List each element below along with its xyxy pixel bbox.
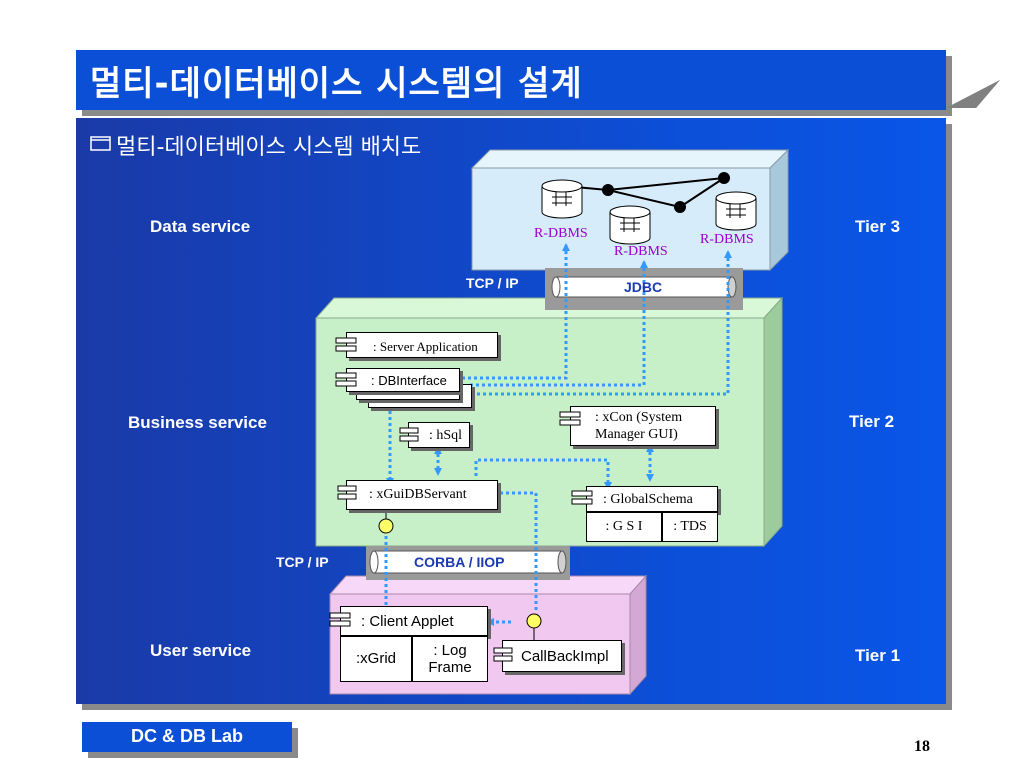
data-service-label: Data service [150, 217, 251, 236]
footer-lab-box [82, 722, 292, 752]
server-application-component: : Server Application [346, 332, 498, 358]
jdbc-label: JDBC [624, 279, 663, 295]
database-cylinder-1-icon [541, 179, 583, 219]
log-frame-line2: Frame [428, 659, 472, 676]
corba-label: CORBA / IIOP [414, 554, 505, 570]
xcon-label-line1: : xCon (System [595, 410, 683, 425]
page-number: 18 [914, 738, 930, 755]
title-bar [76, 50, 946, 110]
tier3-label: Tier 3 [855, 217, 901, 236]
interface-lollipop-callback [526, 613, 542, 640]
footer-lab-label: DC & DB Lab [131, 726, 243, 746]
global-schema-component: : GlobalSchema [586, 486, 718, 512]
hsql-component: : hSql [408, 422, 470, 448]
dbms-label-1: R-DBMS [534, 226, 588, 241]
dbms-label-3: R-DBMS [700, 232, 754, 247]
interface-lollipop-server [378, 510, 394, 534]
xgrid-cell: :xGrid [340, 636, 412, 682]
link-lines [384, 245, 730, 624]
xgui-db-servant-component: : xGuiDBServant [346, 480, 498, 510]
subtitle: 멀티-데이터베이스 시스템 배치도 [116, 135, 422, 160]
log-frame-cell: : Log Frame [412, 636, 488, 682]
db-network-lines [574, 177, 725, 208]
corba-pipe [366, 546, 570, 580]
database-cylinder-3-icon [715, 191, 757, 231]
user-service-label: User service [150, 641, 252, 660]
client-applet-component: : Client Applet [340, 606, 488, 636]
tier2-label: Tier 2 [849, 412, 895, 431]
db-interface-component: : DBInterface [346, 368, 460, 392]
xcon-component: : xCon (System Manager GUI) [570, 406, 716, 446]
tcp-ip-label-bottom: TCP / IP [276, 554, 329, 570]
log-frame-line1: : Log [433, 642, 467, 659]
tier1-label: Tier 1 [855, 646, 901, 665]
folder-icon [90, 136, 111, 151]
callback-impl-component: CallBackImpl [502, 640, 622, 672]
tcp-ip-label-top: TCP / IP [466, 275, 519, 291]
decorative-arrow [946, 80, 1000, 108]
dbms-label-2: R-DBMS [614, 244, 668, 259]
page-title: 멀티-데이터베이스 시스템의 설계 [90, 64, 583, 104]
business-service-label: Business service [128, 413, 267, 432]
gsi-cell: : G S I [586, 512, 662, 542]
tds-cell: : TDS [662, 512, 718, 542]
xcon-label-line2: Manager GUI) [595, 427, 678, 442]
db-network-nodes [602, 172, 730, 213]
database-cylinder-2-icon [609, 205, 651, 245]
